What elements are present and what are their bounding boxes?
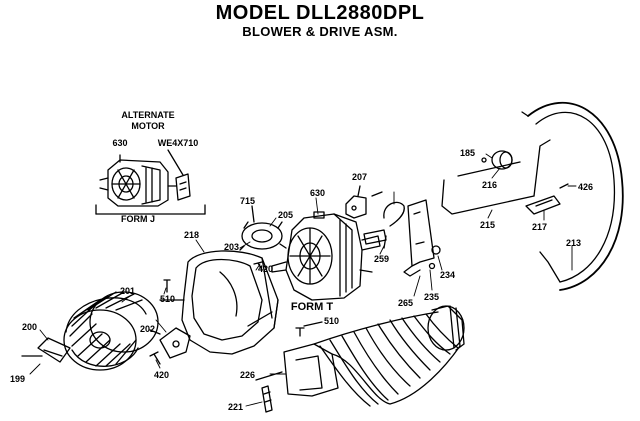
blower-housing-drawing [159,250,279,355]
callout-199: 199 [10,374,25,384]
blower-wheel-drawing [63,291,159,371]
clip-221-drawing [255,371,283,413]
bracket-202-drawing [149,327,191,359]
leader-lines [29,153,577,407]
callout-185: 185 [460,148,475,158]
callout-218: 218 [184,230,199,240]
inset-frame [95,204,206,215]
screws-drawing [149,183,569,365]
callout-259: 259 [374,254,389,264]
alternate-motor-drawing [99,149,191,207]
form-j-label: FORM J [121,214,155,224]
part-callouts: 200 199 201 202 420 510 218 203 715 205 … [10,148,593,412]
form-t-label: FORM T [291,301,333,313]
callout-265: 265 [398,298,413,308]
assembly-subtitle: BLOWER & DRIVE ASM. [242,24,398,39]
bracket-217-drawing [525,195,561,215]
callout-420-lower: 420 [154,370,169,380]
callout-715: 715 [240,196,255,206]
callout-420-motor: 420 [258,264,273,274]
callout-226: 226 [240,370,255,380]
callout-216: 216 [482,180,497,190]
model-title: MODEL DLL2880DPL [215,2,425,24]
callout-207: 207 [352,172,367,182]
exhaust-duct-drawing [283,305,465,407]
inset-heading-line1: ALTERNATE [121,110,174,120]
callout-510-left: 510 [160,294,175,304]
inset-motor-part-number: 630 [112,138,127,148]
clip-200-drawing [21,337,71,363]
callout-203: 203 [224,242,239,252]
callout-213: 213 [566,238,581,248]
inset-heading-line2: MOTOR [131,121,165,131]
switch-207-drawing [345,185,367,219]
callout-217: 217 [532,222,547,232]
callout-215: 215 [480,220,495,230]
idler-bracket-drawing [383,199,441,277]
callout-234: 234 [440,270,455,280]
inset-labels: ALTERNATE MOTOR 630 WE4X710 FORM J [112,110,198,224]
callout-201: 201 [120,286,135,296]
callout-235: 235 [424,292,439,302]
callout-205: 205 [278,210,293,220]
callout-202: 202 [140,324,155,334]
callout-200: 200 [22,322,37,332]
callout-630: 630 [310,188,325,198]
inset-motor-kit-number: WE4X710 [158,138,199,148]
drive-motor-drawing [271,211,381,301]
callout-221: 221 [228,402,243,412]
idler-assembly-drawing [441,139,551,215]
callout-510-right: 510 [324,316,339,326]
motor-mount-drawing [239,205,287,251]
drive-belt-drawing [521,101,624,291]
callout-426: 426 [578,182,593,192]
